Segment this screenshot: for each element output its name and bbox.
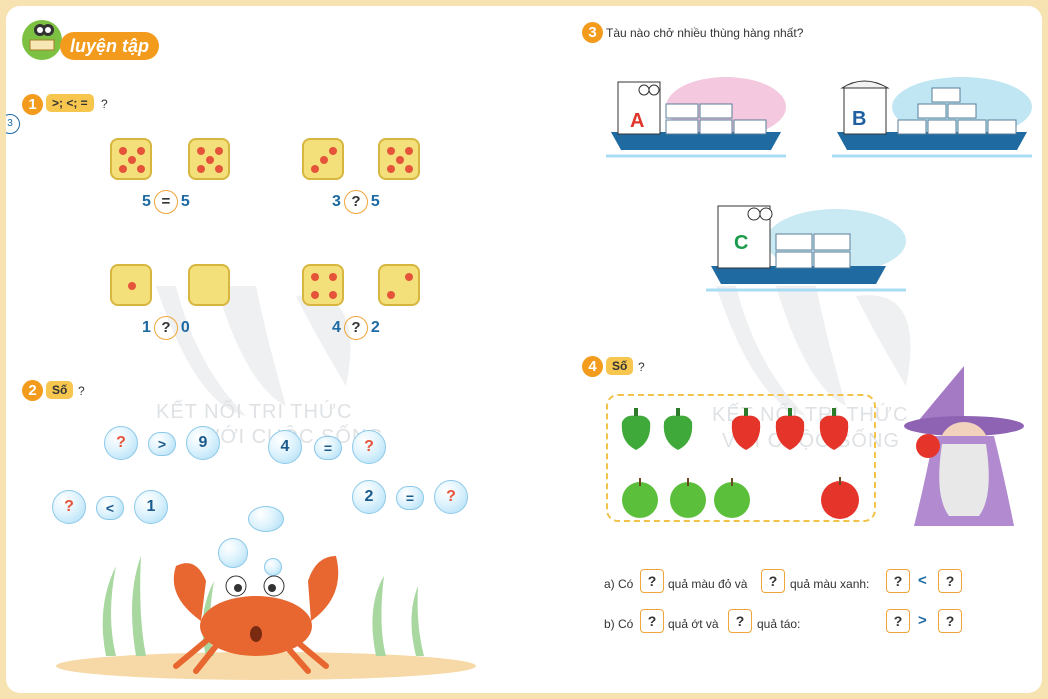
- red-pepper-icon: [819, 408, 849, 450]
- compare-right: 2: [370, 319, 380, 336]
- compare-left: 3: [332, 193, 341, 210]
- bubble-answer[interactable]: ?: [104, 426, 138, 460]
- die-five: [110, 138, 152, 180]
- line-a-answer-red[interactable]: ?: [640, 569, 664, 593]
- book-mascot-icon: [22, 20, 62, 60]
- bubble-answer[interactable]: ?: [434, 480, 468, 514]
- exercise-4-label: Số: [606, 357, 634, 375]
- exercise-4-number: 4: [582, 356, 603, 377]
- green-pepper-icon: [621, 408, 651, 450]
- die-one: [110, 264, 152, 306]
- compare-left: 1: [142, 319, 151, 336]
- watermark-logo-left: [156, 286, 351, 416]
- line-b-prefix: b) Có: [604, 617, 634, 631]
- crab-illustration: [56, 556, 476, 680]
- die-five: [378, 138, 420, 180]
- bubble-number: 9: [186, 426, 220, 460]
- bubble-operator: =: [314, 436, 342, 460]
- bubble-icon: [248, 506, 284, 532]
- compare-right: 5: [180, 193, 190, 210]
- green-apple-icon: [622, 478, 658, 518]
- green-apple-icon: [670, 478, 706, 518]
- die-five: [188, 138, 230, 180]
- bubble-answer[interactable]: ?: [352, 430, 386, 464]
- line-b-compare-right[interactable]: ?: [938, 609, 962, 633]
- ship-a-illustration: [606, 77, 786, 158]
- compare-left: 4: [332, 319, 341, 336]
- bubble-answer[interactable]: ?: [52, 490, 86, 524]
- compare-row: 5=5: [142, 190, 190, 214]
- watermark-logo-right: [716, 286, 911, 416]
- line-a-compare-left[interactable]: ?: [886, 569, 910, 593]
- fruit-illustration: [621, 408, 859, 519]
- line-b-symbol: >: [918, 612, 927, 629]
- witch-illustration: [904, 366, 1024, 526]
- compare-row: 3?5: [332, 190, 380, 214]
- watermark-text-4: VỚI CUỘC SỐNG: [722, 430, 900, 452]
- ship-c-illustration: [706, 205, 906, 292]
- bubble-number: 2: [352, 480, 386, 514]
- line-a-mid: quả màu đỏ và: [668, 577, 748, 591]
- line-b-answer-apple[interactable]: ?: [728, 609, 752, 633]
- compare-answer-box[interactable]: ?: [343, 190, 368, 214]
- red-pepper-icon: [731, 408, 761, 450]
- bubble-operator: =: [396, 486, 424, 510]
- compare-answer-box[interactable]: ?: [153, 316, 178, 340]
- bubble-number: 4: [268, 430, 302, 464]
- line-a-compare-right[interactable]: ?: [938, 569, 962, 593]
- die-blank: [188, 264, 230, 306]
- exercise-2-qmark: ?: [78, 384, 85, 398]
- red-pepper-icon: [775, 408, 805, 450]
- line-a-prefix: a) Có: [604, 577, 634, 591]
- line-a-answer-green[interactable]: ?: [761, 569, 785, 593]
- exercise-3-number: 3: [582, 22, 603, 43]
- watermark-text-1: KẾT NỐI TRI THỨC: [156, 401, 353, 423]
- line-b-answer-pepper[interactable]: ?: [640, 609, 664, 633]
- line-b-compare-left[interactable]: ?: [886, 609, 910, 633]
- die-four: [302, 264, 344, 306]
- bubble-operator: >: [148, 432, 176, 456]
- ship-b-illustration: [832, 77, 1032, 158]
- red-apple-icon: [821, 477, 859, 519]
- compare-answer-box[interactable]: ?: [343, 316, 368, 340]
- bubble-icon: [264, 558, 282, 576]
- exercise-1-qmark: ?: [101, 97, 108, 111]
- die-three: [302, 138, 344, 180]
- ship-c-label: C: [734, 232, 749, 254]
- ship-b-label: B: [852, 108, 867, 130]
- watermark-text-3: KẾT NỐI TRI THỨC: [712, 404, 909, 426]
- compare-right: 0: [180, 319, 190, 336]
- line-b-suffix: quả táo:: [757, 617, 801, 631]
- workbook-page: KẾT NỐI TRI THỨC VỚI CUỘC SỐNG KẾT NỐI T…: [6, 6, 1042, 693]
- compare-symbol: =: [153, 190, 178, 214]
- line-a-suffix: quả màu xanh:: [790, 577, 870, 591]
- exercise-1-number: 1: [22, 94, 43, 115]
- exercise-2-number: 2: [22, 380, 43, 401]
- ship-a-label: A: [630, 110, 645, 132]
- exercise-4-qmark: ?: [638, 360, 645, 374]
- bubble-operator: <: [96, 496, 124, 520]
- compare-right: 5: [370, 193, 380, 210]
- line-b-mid: quả ớt và: [668, 617, 719, 631]
- exercise-1-label: >; <; =: [46, 94, 94, 112]
- die-two: [378, 264, 420, 306]
- bubble-number: 1: [134, 490, 168, 524]
- compare-row: 1?0: [142, 316, 190, 340]
- fruit-box: [606, 394, 876, 522]
- section-title: luyện tập: [60, 32, 160, 60]
- bubble-icon: [218, 538, 248, 568]
- compare-row: 4?2: [332, 316, 380, 340]
- compare-left: 5: [142, 193, 151, 210]
- exercise-3-question: Tàu nào chở nhiều thùng hàng nhất?: [606, 26, 804, 40]
- green-apple-icon: [714, 478, 750, 518]
- exercise-2-label: Số: [46, 381, 74, 399]
- line-a-symbol: <: [918, 572, 927, 589]
- page-badge: 3: [6, 114, 20, 134]
- green-pepper-icon: [663, 408, 693, 450]
